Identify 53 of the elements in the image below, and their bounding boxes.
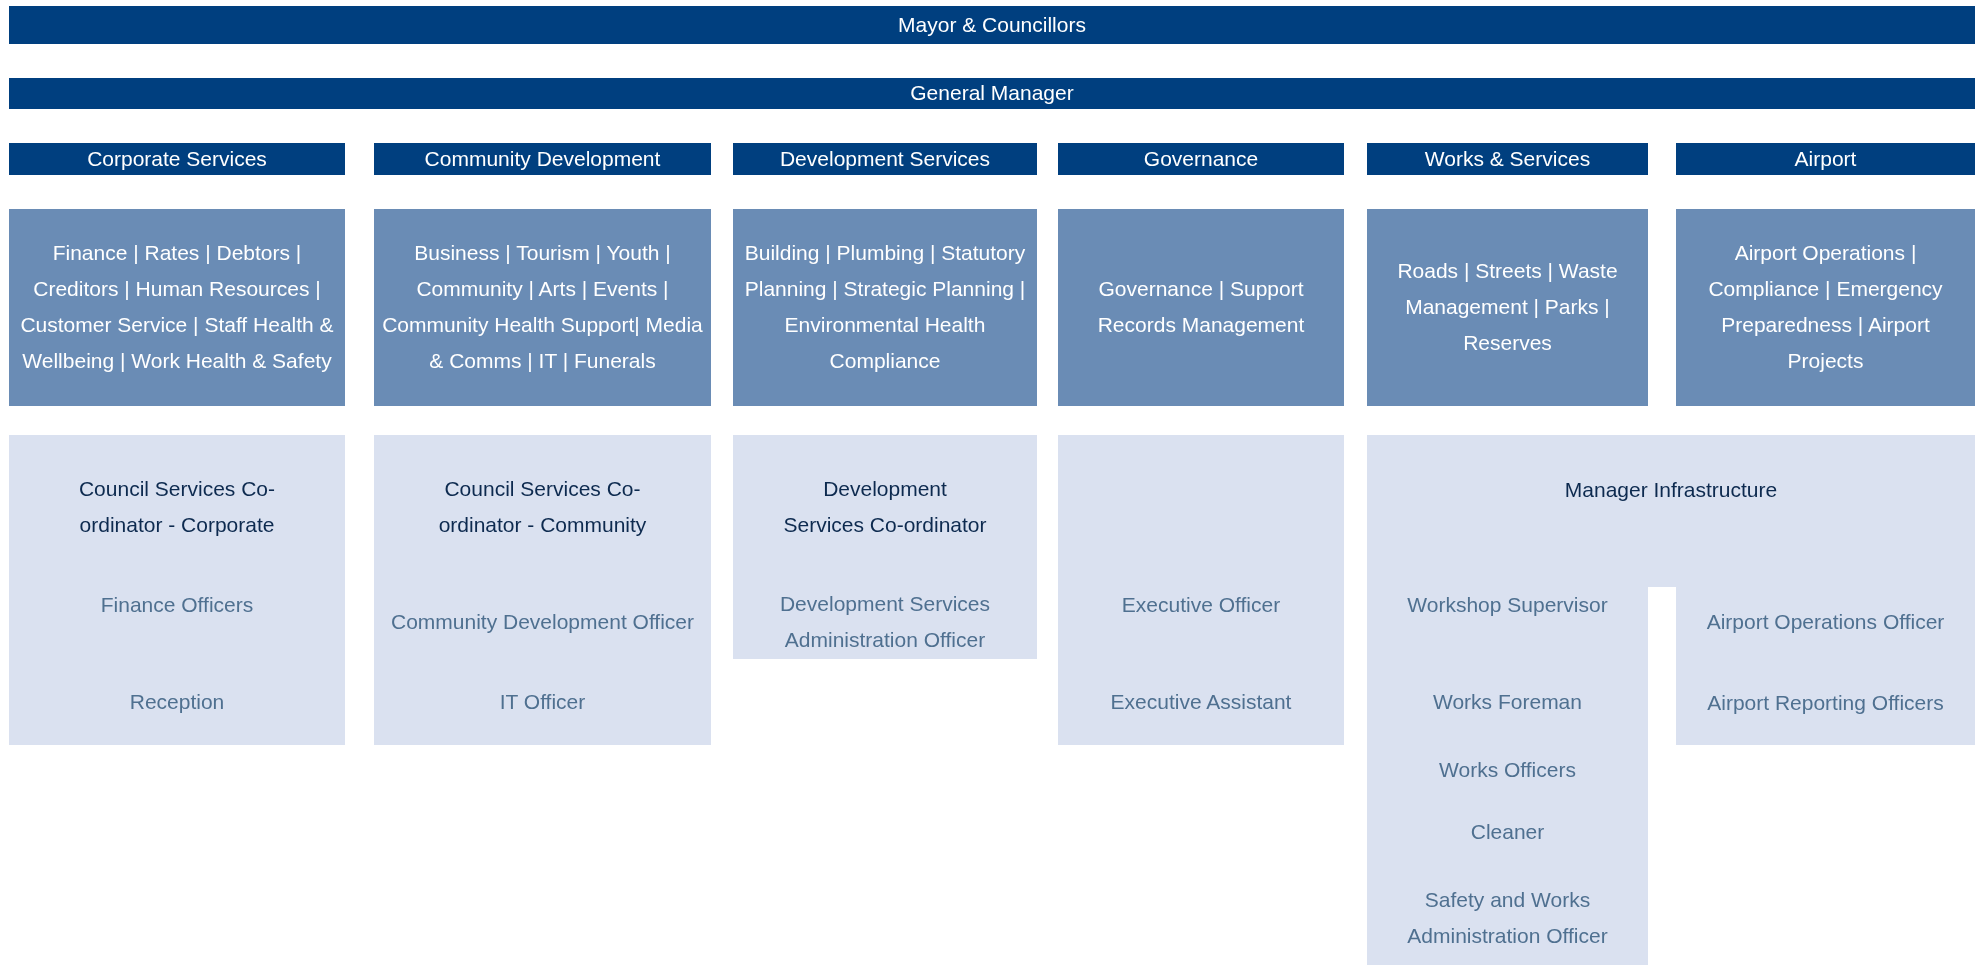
position-title: Workshop Supervisor bbox=[1406, 592, 1609, 618]
function-list: Roads | Streets | Waste Management | Parks | Reserves bbox=[1375, 253, 1640, 361]
function-box bbox=[733, 209, 1037, 406]
position-title: Airport Reporting Officers bbox=[1706, 690, 1945, 716]
role-panel bbox=[1367, 435, 1975, 587]
department-header bbox=[1676, 143, 1975, 175]
function-list: Governance | Support Records Management bbox=[1066, 271, 1336, 343]
position-title: Works Foreman bbox=[1432, 689, 1583, 715]
department-title: Works & Services bbox=[1423, 146, 1592, 172]
position-title: Executive Assistant bbox=[1109, 689, 1293, 715]
position-title: Cleaner bbox=[1469, 819, 1546, 845]
department-title: Airport bbox=[1793, 146, 1858, 172]
function-list: Business | Tourism | Youth | Community | Arts | Events | Community Health Support| Media & Comms | IT | Funerals bbox=[382, 235, 703, 379]
role-title: Manager Infrastructure bbox=[1563, 477, 1779, 503]
bar-label: Mayor & Councillors bbox=[897, 12, 1087, 38]
role-panel bbox=[9, 435, 345, 745]
function-box bbox=[1676, 209, 1975, 406]
department-title: Community Development bbox=[423, 146, 662, 172]
role-panel bbox=[1058, 435, 1344, 745]
department-title: Development Services bbox=[778, 146, 992, 172]
function-box bbox=[1058, 209, 1344, 406]
position-title: Works Officers bbox=[1438, 757, 1577, 783]
position-title: Community Development Officer bbox=[389, 609, 696, 635]
header-bar bbox=[9, 78, 1975, 109]
function-box bbox=[374, 209, 711, 406]
header-bar bbox=[9, 6, 1975, 44]
role-panel bbox=[1676, 587, 1975, 745]
position-title: Finance Officers bbox=[99, 592, 255, 618]
function-list: Airport Operations | Compliance | Emergency Preparedness | Airport Projects bbox=[1684, 235, 1967, 379]
position-title: Development Services Administration Officer bbox=[778, 591, 992, 653]
department-header bbox=[1058, 143, 1344, 175]
department-header bbox=[1367, 143, 1648, 175]
role-panel bbox=[1367, 587, 1648, 965]
department-header bbox=[9, 143, 345, 175]
position-title: IT Officer bbox=[498, 689, 587, 715]
department-title: Governance bbox=[1142, 146, 1260, 172]
function-list: Building | Plumbing | Statutory Planning | Strategic Planning | Environmental Health Compliance bbox=[741, 235, 1029, 379]
department-header bbox=[374, 143, 711, 175]
position-title: Executive Officer bbox=[1120, 592, 1282, 618]
role-panel bbox=[733, 435, 1037, 659]
function-box bbox=[1367, 209, 1648, 406]
role-title: Council Services Co-ordinator - Corporate bbox=[77, 476, 277, 538]
position-title: Reception bbox=[128, 689, 226, 715]
department-title: Corporate Services bbox=[86, 146, 268, 172]
role-title: Council Services Co-ordinator - Community bbox=[437, 476, 648, 538]
function-box bbox=[9, 209, 345, 406]
position-title: Airport Operations Officer bbox=[1705, 609, 1946, 635]
position-title: Safety and Works Administration Officer bbox=[1406, 887, 1609, 949]
bar-label: General Manager bbox=[909, 80, 1075, 106]
department-header bbox=[733, 143, 1037, 175]
role-panel bbox=[374, 435, 711, 745]
function-list: Finance | Rates | Debtors | Creditors | Human Resources | Customer Service | Staff Health & Wellbeing | Work Health & Safety bbox=[17, 235, 337, 379]
role-title: Development Services Co-ordinator bbox=[783, 476, 987, 538]
